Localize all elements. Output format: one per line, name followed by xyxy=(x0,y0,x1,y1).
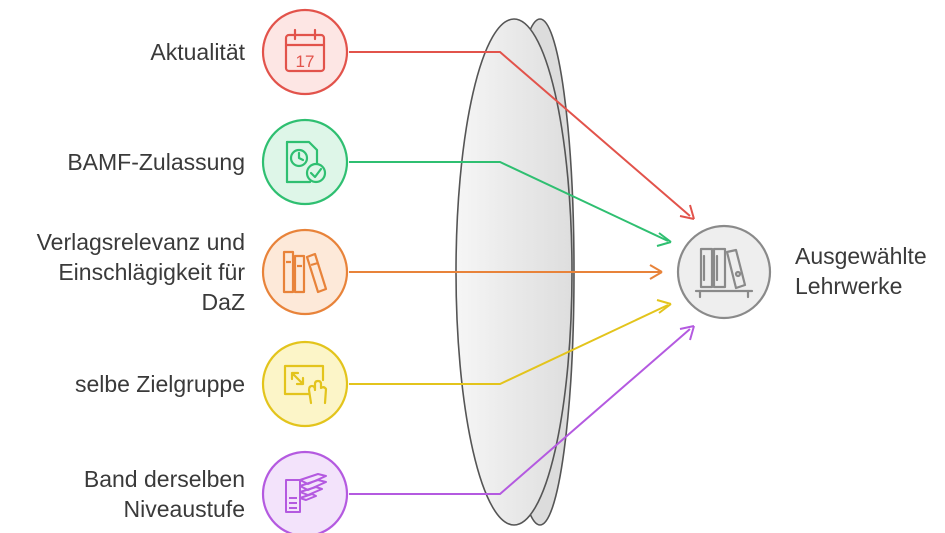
label-output: Ausgewählte Lehrwerke xyxy=(795,241,927,301)
input-aktualitaet: 17 xyxy=(261,8,349,96)
label-line: Band derselben xyxy=(83,466,245,492)
label-aktualitaet: Aktualität xyxy=(150,37,245,67)
connector-lines xyxy=(349,51,695,495)
label-line: Verlagsrelevanz und xyxy=(36,229,245,255)
calendar-day-text: 17 xyxy=(296,52,315,71)
input-niveau xyxy=(261,450,349,533)
books-icon xyxy=(282,250,328,294)
label-line: Ausgewählte xyxy=(795,243,927,269)
connector-bamf xyxy=(349,161,669,242)
arrowhead-niveau xyxy=(679,325,695,341)
label-line: Einschlägigkeit für xyxy=(58,259,245,285)
label-bamf: BAMF-Zulassung xyxy=(67,147,245,177)
label-verlag: Verlagsrelevanz und Einschlägigkeit für … xyxy=(37,227,245,317)
label-zielgruppe: selbe Zielgruppe xyxy=(75,369,245,399)
label-line: Niveaustufe xyxy=(123,496,245,522)
arrowhead-zielgruppe xyxy=(656,299,672,314)
icon-circle xyxy=(261,340,349,428)
input-bamf xyxy=(261,118,349,206)
input-zielgruppe xyxy=(261,340,349,428)
arrowhead-aktualitaet xyxy=(679,204,695,220)
icon-circle xyxy=(261,8,349,96)
document-clock-check-icon xyxy=(285,140,327,184)
touch-resize-icon xyxy=(283,364,328,405)
calendar-icon xyxy=(284,28,326,73)
label-line: Aktualität xyxy=(150,39,245,65)
stacked-pages-icon xyxy=(285,473,327,513)
arrowhead-bamf xyxy=(656,232,672,247)
connector-aktualitaet xyxy=(349,51,691,217)
label-line: Lehrwerke xyxy=(795,273,903,299)
bookshelf-icon xyxy=(694,247,754,299)
input-verlag xyxy=(261,228,349,316)
output-lehrwerke xyxy=(676,224,772,320)
label-line: DaZ xyxy=(201,289,245,315)
label-line: selbe Zielgruppe xyxy=(74,371,245,397)
connector-zielgruppe xyxy=(349,304,669,385)
label-line: BAMF-Zulassung xyxy=(67,149,245,175)
arrowhead-verlag xyxy=(649,264,663,280)
connector-niveau xyxy=(349,328,691,495)
icon-circle xyxy=(261,450,349,533)
label-niveau: Band derselben Niveaustufe xyxy=(84,464,245,524)
